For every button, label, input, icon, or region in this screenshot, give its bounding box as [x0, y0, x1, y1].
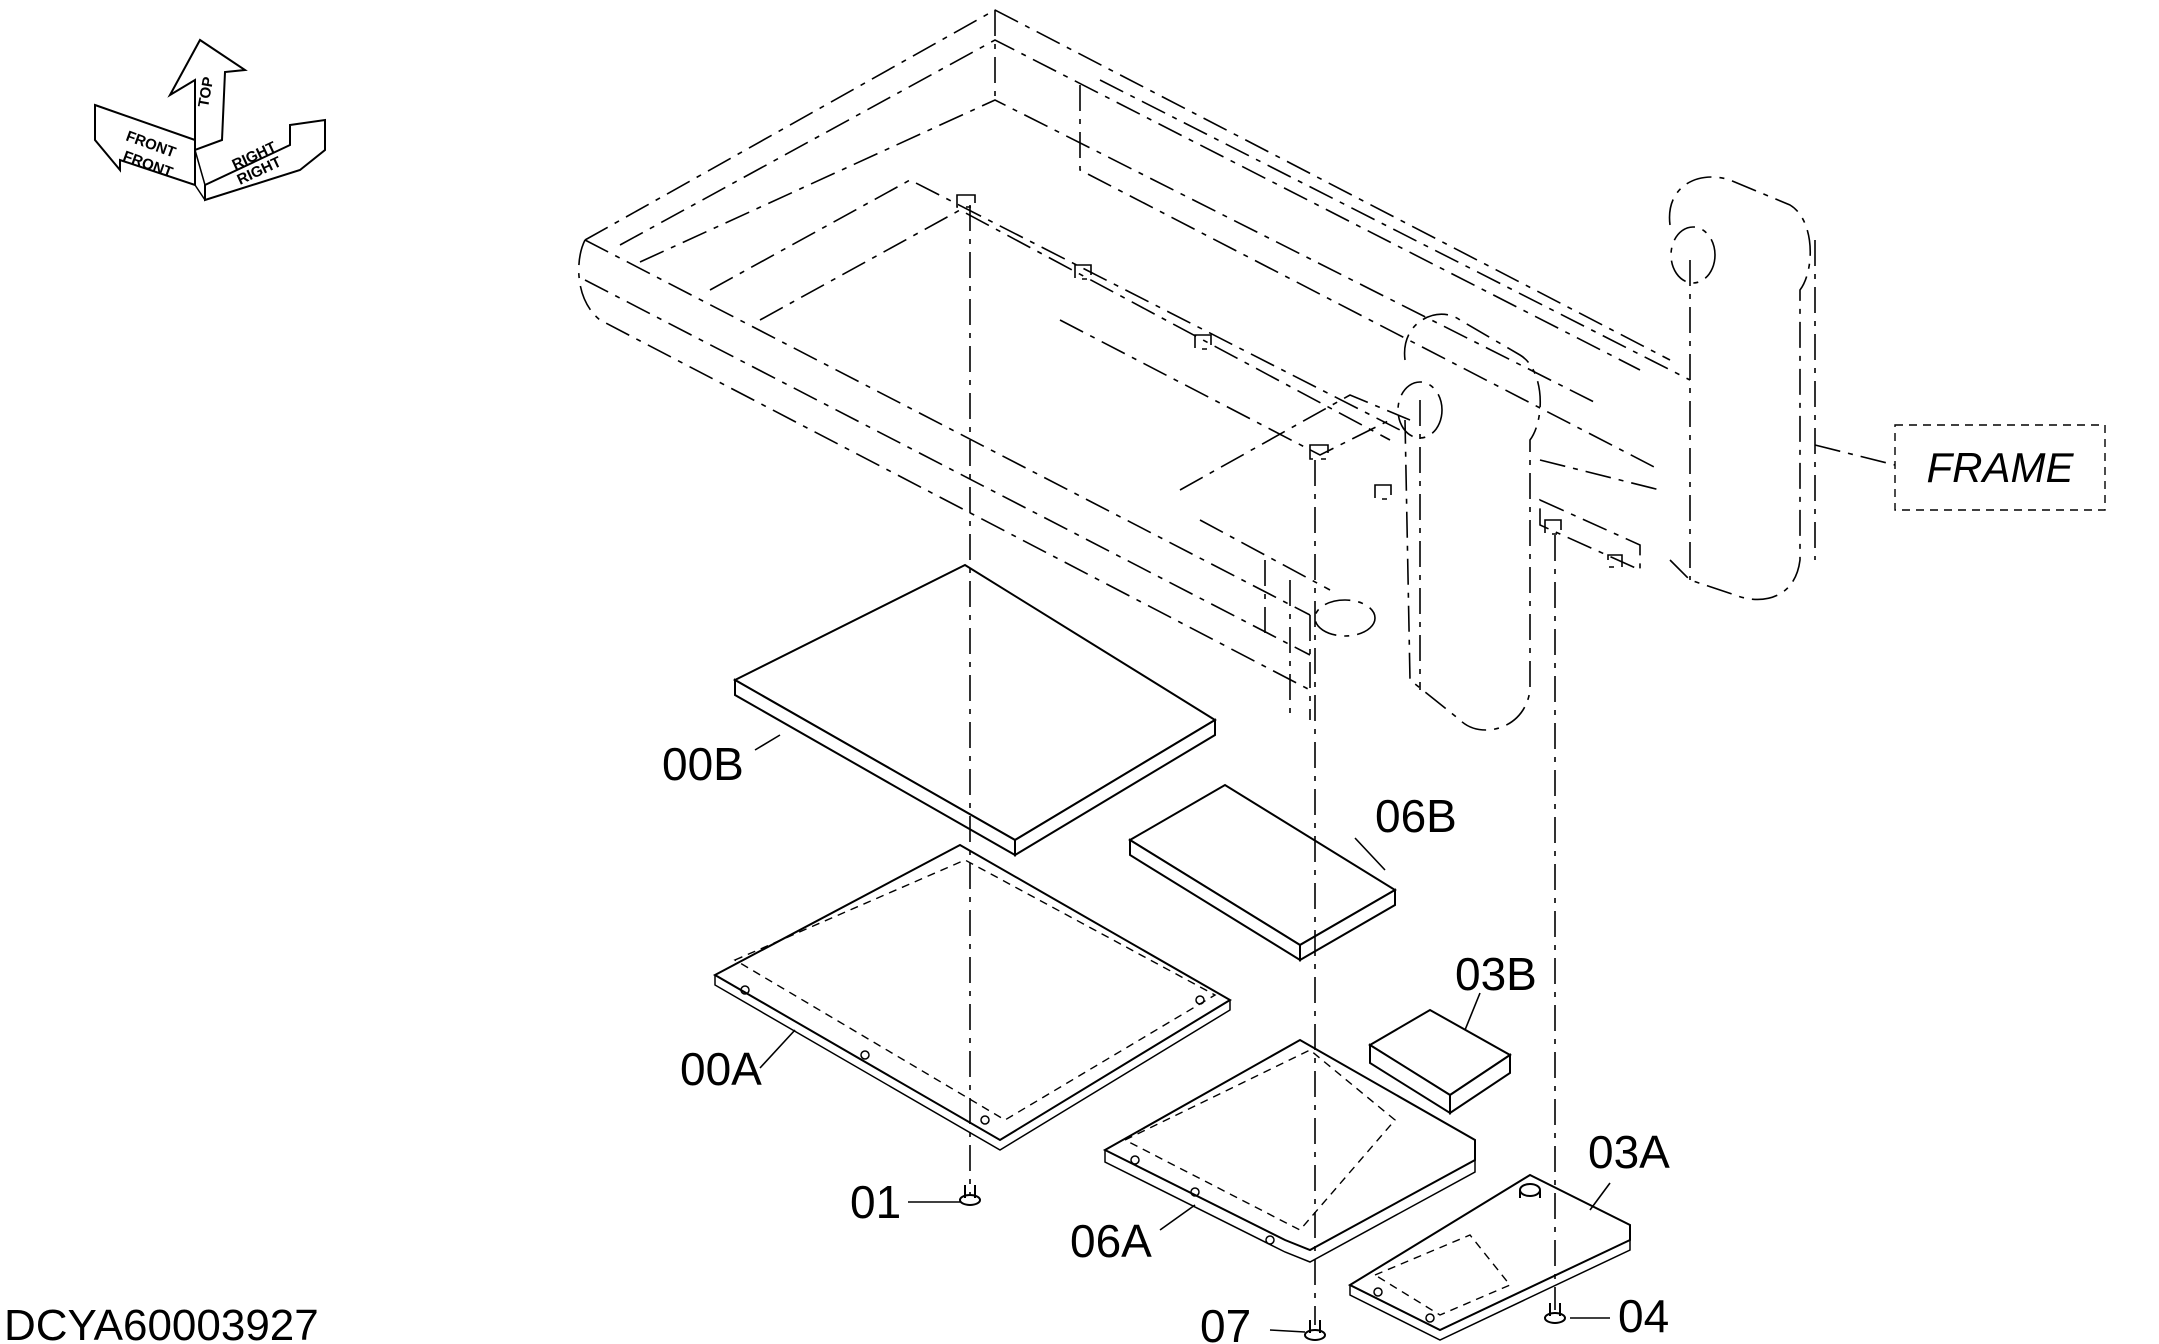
label-03B: 03B: [1455, 948, 1537, 1000]
arrow-top-text: TOP: [195, 76, 217, 109]
document-id: DCYA60003927: [4, 1301, 319, 1344]
leader-06B: [1354, 837, 1386, 871]
bolt-07-icon: [1304, 1320, 1326, 1341]
label-01: 01: [850, 1176, 901, 1228]
frame-label: FRAME: [1927, 444, 2075, 491]
bolt-01-icon: [959, 1185, 981, 1206]
leader-03B: [1464, 992, 1481, 1031]
orientation-arrows-icon: TOP FRONT FRONT RIGHT RIGHT: [94, 38, 326, 202]
leader-00A: [759, 1029, 796, 1069]
part-03B-cushion: [1368, 1008, 1512, 1115]
leader-07: [1269, 1329, 1306, 1333]
label-04: 04: [1618, 1290, 1669, 1342]
part-00A-plate: [712, 843, 1232, 1151]
frame-outline: [577, 9, 1896, 731]
part-03A-plate: [1347, 1173, 1631, 1341]
bolt-04-icon: [1544, 1303, 1566, 1324]
label-03A: 03A: [1588, 1126, 1670, 1178]
label-00B: 00B: [662, 738, 744, 790]
leader-06A: [1159, 1204, 1196, 1231]
frame-callout: FRAME: [1894, 424, 2106, 511]
label-06B: 06B: [1375, 790, 1457, 842]
label-06A: 06A: [1070, 1215, 1152, 1267]
part-06A-plate: [1102, 1038, 1476, 1263]
leader-03A: [1589, 1182, 1611, 1211]
part-00B-cushion: [732, 563, 1217, 857]
label-07: 07: [1200, 1300, 1251, 1344]
label-00A: 00A: [680, 1043, 762, 1095]
part-06B-cushion: [1128, 783, 1397, 962]
leader-00B: [754, 734, 781, 751]
